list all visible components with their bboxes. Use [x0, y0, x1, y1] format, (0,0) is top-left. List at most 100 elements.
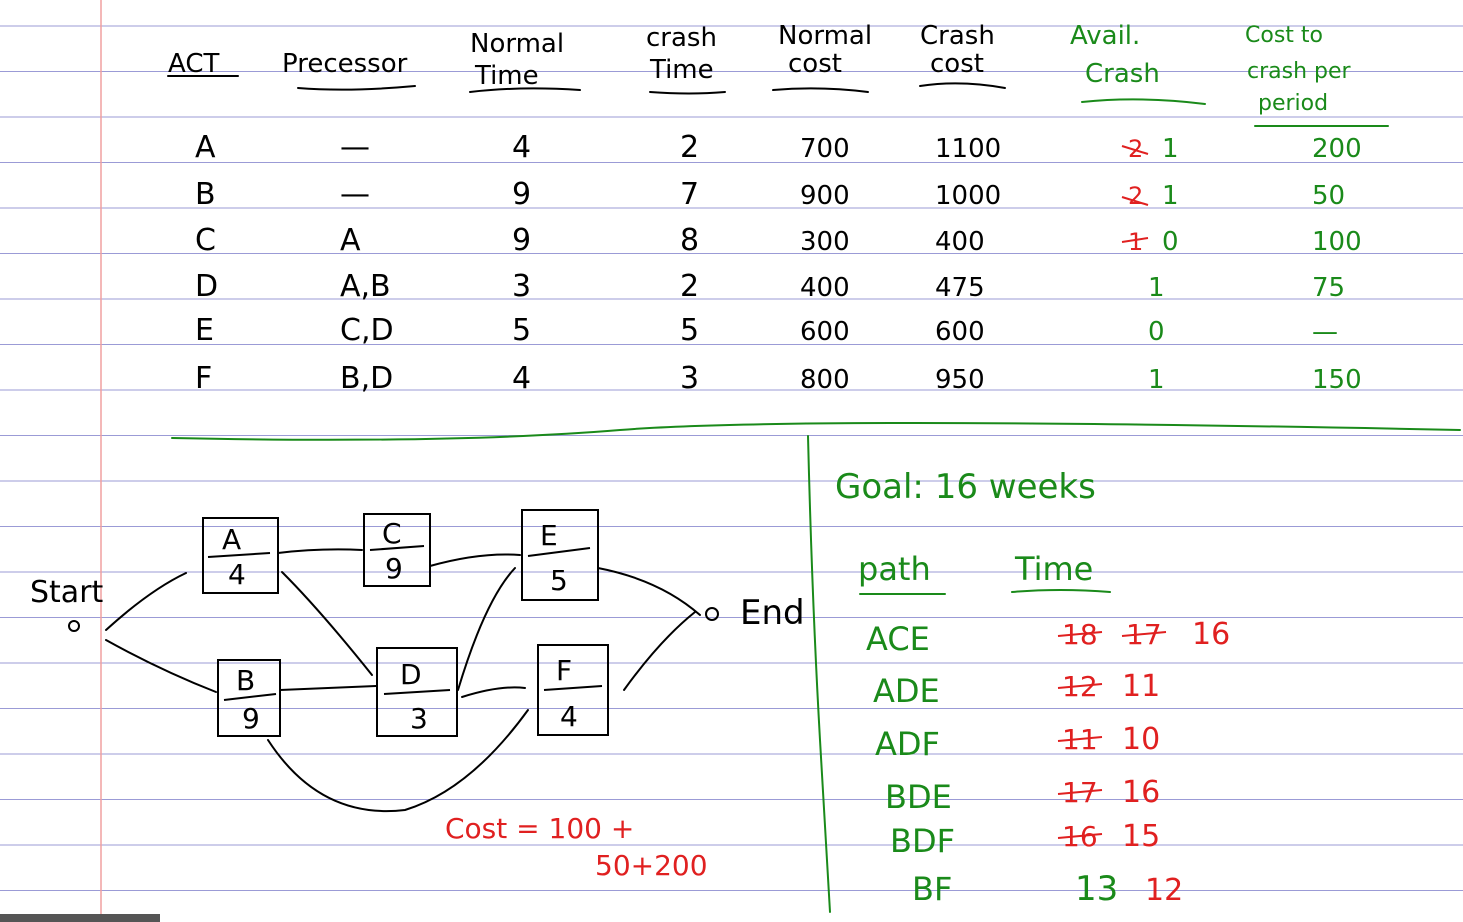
strike-line: [1057, 683, 1103, 689]
node-a: A 4: [202, 517, 279, 594]
path-name: BDE: [885, 778, 952, 816]
start-circle: [68, 620, 80, 632]
cell-cost-per-period: 50: [1312, 181, 1345, 211]
header-crash-cost-2: cost: [930, 49, 984, 79]
cell-avail-crash-old: 1: [1128, 228, 1143, 256]
cell-avail-crash: 1: [1148, 273, 1165, 303]
dividers: [171, 422, 1461, 913]
strike-line: [1057, 631, 1103, 637]
end-label: End: [740, 593, 805, 633]
goal-label: Goal: 16 weeks: [835, 467, 1096, 507]
node-d-label: D: [400, 658, 422, 691]
path-name: ADF: [875, 725, 940, 763]
cell-predecessor: —: [340, 177, 370, 212]
cell-avail-crash: 1: [1162, 181, 1179, 211]
edge-c-e: [429, 553, 521, 567]
cell-crash-cost: 950: [935, 365, 985, 395]
path-name: ACE: [866, 620, 930, 658]
cell-normal-time: 9: [512, 177, 531, 212]
header-act: ACT: [168, 49, 219, 79]
header-cost-crash-2: crash per: [1247, 59, 1352, 84]
table-headers: ACT Precessor Normal Time crash Time Nor…: [167, 21, 1389, 127]
header-normal-cost-1: Normal: [778, 21, 872, 51]
node-c: C 9: [363, 513, 431, 587]
header-crash-time-2: Time: [649, 55, 714, 85]
cell-normal-cost: 900: [800, 181, 850, 211]
node-f-time: 4: [560, 700, 578, 733]
cell-cost-per-period: 200: [1312, 134, 1362, 164]
node-e-label: E: [540, 519, 558, 552]
cell-activity: B: [195, 177, 216, 212]
header-cost-crash-3: period: [1258, 91, 1328, 116]
node-a-label: A: [222, 523, 241, 556]
cell-predecessor: A: [340, 223, 361, 258]
edge-e-end: [597, 567, 701, 616]
time-col-header: Time: [1014, 550, 1093, 588]
path-time-current: 16: [1122, 775, 1160, 810]
cell-activity: A: [195, 130, 216, 165]
header-normal-cost-2: cost: [788, 49, 842, 79]
strike-line: [1121, 631, 1167, 637]
edge-a-c: [277, 548, 363, 554]
avail-strikes: [1121, 145, 1149, 243]
strike-line: [1057, 833, 1103, 839]
strike-line: [1057, 789, 1103, 795]
node-f: F 4: [537, 644, 609, 736]
cell-crash-time: 2: [680, 130, 699, 165]
cell-crash-time: 8: [680, 223, 699, 258]
path-time-current: 15: [1122, 819, 1160, 854]
node-d: D 3: [376, 647, 458, 737]
cell-predecessor: A,B: [340, 269, 391, 304]
header-normal-time-2: Time: [474, 61, 539, 91]
cell-crash-time: 5: [680, 313, 699, 348]
cell-cost-per-period: —: [1312, 317, 1338, 347]
node-e: E 5: [521, 509, 599, 601]
path-time-current: 16: [1192, 617, 1230, 652]
path-name: BF: [912, 870, 952, 908]
header-avail-crash-2: Crash: [1085, 59, 1160, 89]
node-b-time: 9: [242, 702, 260, 735]
node-b: B 9: [217, 659, 281, 737]
cell-normal-time: 9: [512, 223, 531, 258]
cell-crash-time: 3: [680, 361, 699, 396]
node-e-time: 5: [550, 564, 568, 597]
cell-normal-time: 4: [512, 361, 531, 396]
header-precessor: Precessor: [282, 49, 408, 79]
path-time-next: 12: [1145, 873, 1183, 908]
cell-activity: E: [195, 313, 214, 348]
node-f-label: F: [556, 654, 572, 687]
edge-start-a: [105, 572, 187, 631]
cell-normal-cost: 600: [800, 317, 850, 347]
cell-crash-cost: 475: [935, 273, 985, 303]
edge-start-b: [105, 639, 217, 693]
header-normal-time-1: Normal: [470, 29, 564, 59]
header-cost-crash-1: Cost to: [1245, 23, 1323, 48]
cell-normal-time: 4: [512, 130, 531, 165]
cell-crash-cost: 1000: [935, 181, 1001, 211]
path-time-current: 13: [1075, 869, 1118, 909]
network-diagram: Start End A 4 C 9 E 5 B 9: [30, 509, 805, 813]
start-label: Start: [30, 575, 104, 610]
path-time-current: 10: [1122, 722, 1160, 757]
cell-cost-per-period: 75: [1312, 273, 1345, 303]
status-bar: [0, 914, 160, 922]
cell-predecessor: C,D: [340, 313, 394, 348]
node-c-time: 9: [385, 552, 403, 585]
cell-cost-per-period: 100: [1312, 227, 1362, 257]
cell-cost-per-period: 150: [1312, 365, 1362, 395]
edge-f-end: [623, 611, 696, 691]
cell-activity: F: [195, 361, 212, 396]
cell-avail-crash-old: 2: [1128, 135, 1143, 163]
end-circle: [705, 607, 719, 621]
cost-line-1: Cost = 100 +: [445, 812, 634, 845]
node-b-label: B: [236, 664, 255, 697]
cell-normal-cost: 300: [800, 227, 850, 257]
cell-activity: C: [195, 223, 216, 258]
edge-b-f: [267, 709, 529, 813]
cell-predecessor: B,D: [340, 361, 393, 396]
cell-crash-time: 7: [680, 177, 699, 212]
path-time-current: 11: [1122, 669, 1160, 704]
